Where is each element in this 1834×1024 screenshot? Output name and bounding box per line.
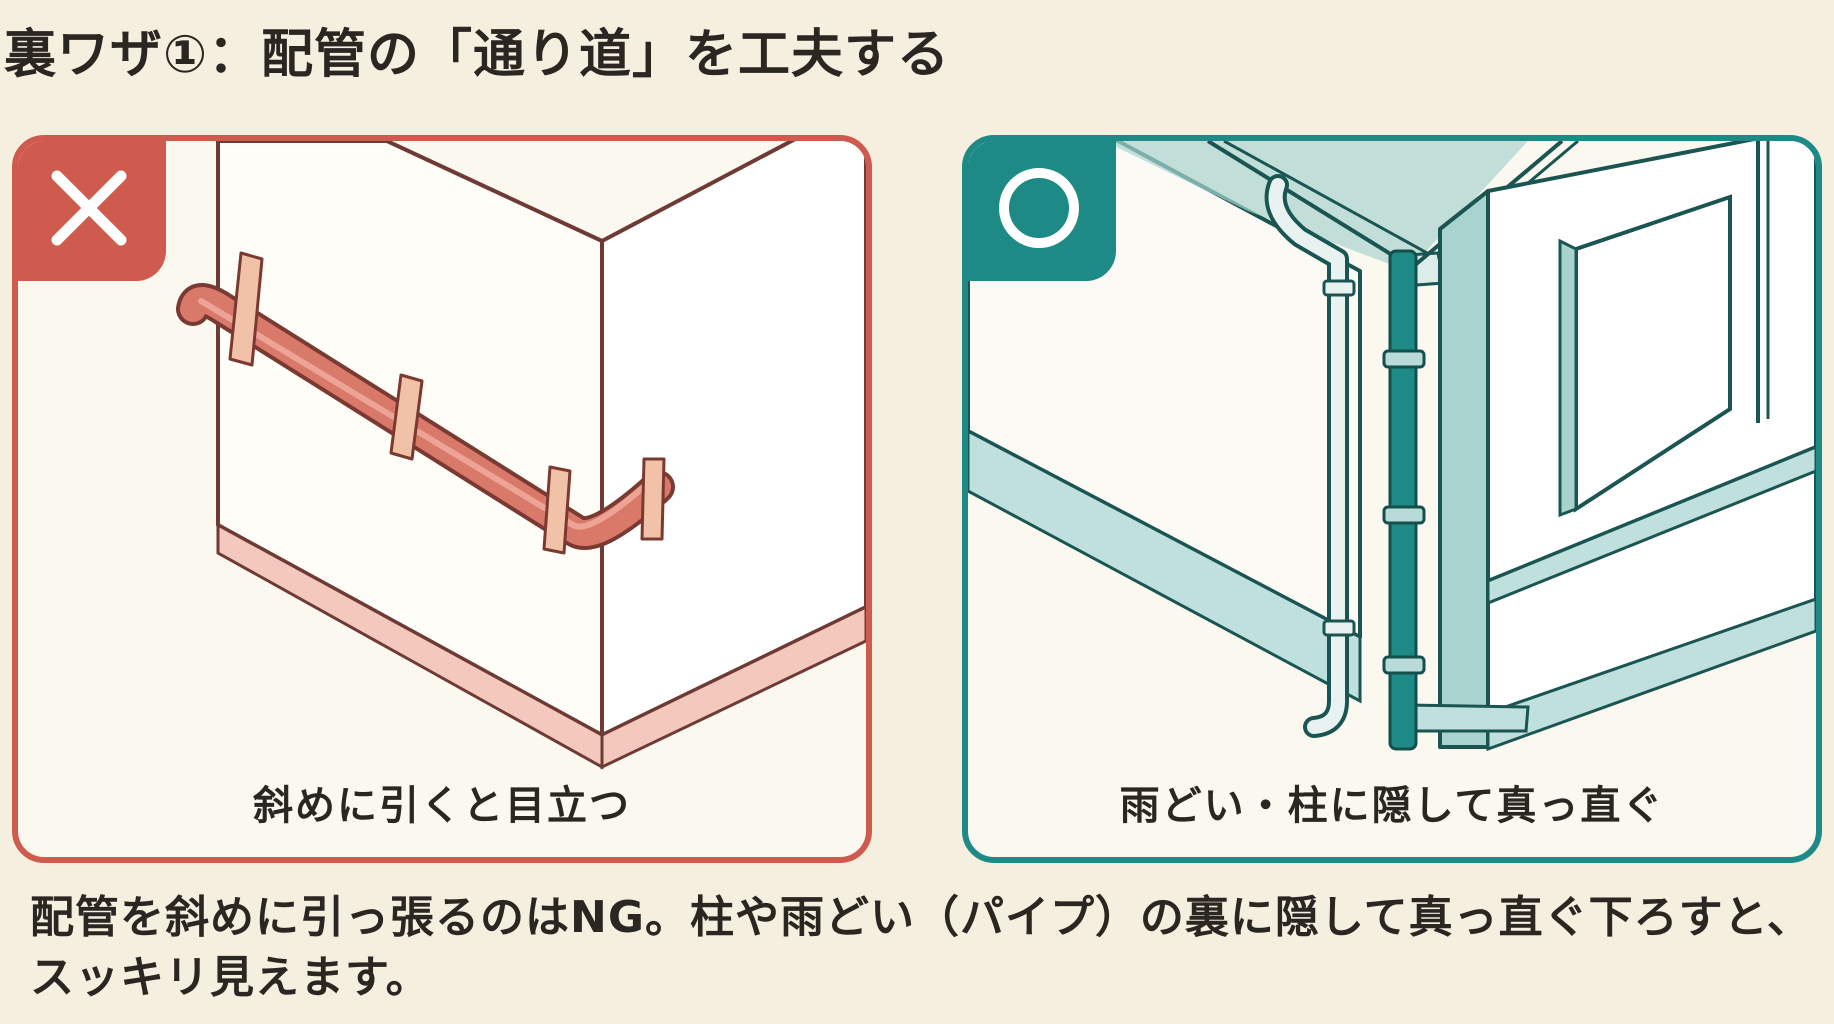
good-example-caption: 雨どい・柱に隠して真っ直ぐ (1119, 783, 1665, 829)
pipe-clamps (1382, 349, 1426, 675)
pipe-tape (228, 251, 666, 555)
good-example-panel: 雨どい・柱に隠して真っ直ぐ (962, 135, 1822, 863)
circle-icon (968, 141, 1116, 281)
corner-pillar (1438, 189, 1490, 749)
bad-example-panel: 斜めに引くと目立つ (12, 135, 872, 863)
diagonal-pipe-illustration (176, 141, 866, 770)
description-text: 配管を斜めに引っ張るのはNG。柱や雨どい（パイプ）の裏に隠して真っ直ぐ下ろすと、… (30, 892, 1812, 1003)
page-title: 裏ワザ①：配管の「通り道」を工夫する (4, 25, 951, 85)
hidden-pipe (1388, 249, 1418, 751)
cross-icon (18, 141, 166, 281)
bad-example-caption: 斜めに引くと目立つ (253, 783, 631, 829)
